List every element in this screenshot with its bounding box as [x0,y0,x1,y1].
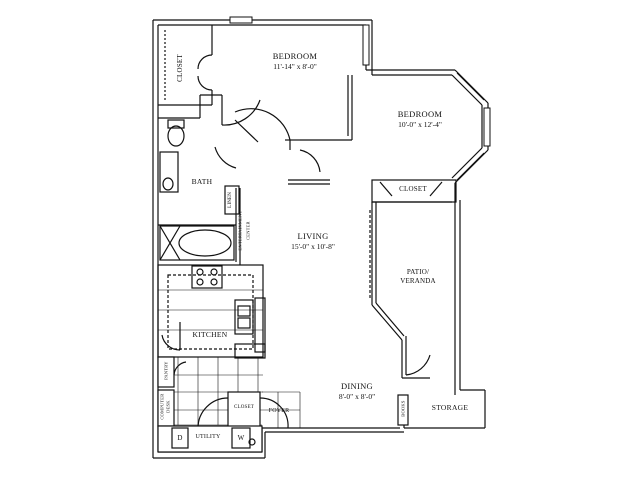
pantry-label: PANTRY [163,361,169,380]
bedroom2-label: BEDROOM [397,109,443,119]
bedroom-doors [234,75,353,185]
linen-label: LINEN [228,191,234,208]
dryer-label: D [177,434,183,442]
patio-wall [369,202,431,379]
left-closet-label: CLOSET [175,54,184,82]
entry-closet [197,391,289,429]
patio-label: PATIO/ [406,268,430,276]
bedroom1-label: BEDROOM [272,51,318,61]
bedroom1-dims: 11'-14" x 8'-0" [273,62,317,71]
bath-walls [158,94,261,265]
utility-label: UTILITY [195,434,221,440]
left-closet [158,25,213,106]
entertainment-label-2: CENTER [245,221,251,240]
living-label: LIVING [297,231,329,241]
kitchen-label: KITCHEN [192,330,228,339]
bath-label: BATH [191,177,213,186]
desk-label: DESK [165,400,171,413]
computer-label: COMPUTER [159,393,165,420]
washer-label: W [237,434,245,442]
living-dims: 15'-0" x 10'-8" [291,242,335,251]
bedroom2-dims: 10'-0" x 12'-4" [398,120,442,129]
windows [229,16,491,181]
patio-label-2: VERANDA [400,277,436,285]
foyer-label: FOYER [268,408,290,414]
right-closet [371,179,457,203]
dining-label: DINING [340,381,373,391]
storage-label: STORAGE [431,403,469,412]
entry-closet-label: CLOSET [233,405,255,410]
right-closet-label: CLOSET [399,185,427,193]
dining-dims: 8'-0" x 8'-0" [338,392,376,401]
utility-room [157,425,263,453]
books-label: BOOKS [400,400,406,417]
entertainment-label: ENTERTAINMENT [237,210,243,251]
kitchen-walls [157,264,266,359]
